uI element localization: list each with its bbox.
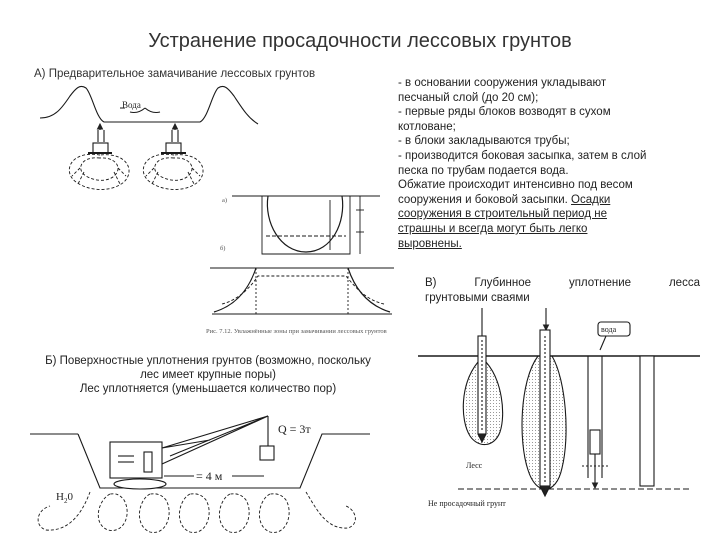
ground-profile: [39, 85, 259, 125]
excavator-window: [143, 451, 153, 473]
soil-piles-diagram: [418, 308, 700, 498]
heading-word: В): [425, 277, 437, 289]
heading-line: грунтовыми сваями: [425, 292, 530, 304]
water-level-subscript: 2: [64, 497, 68, 505]
text-line: - в основании сооружения укладывают: [398, 77, 607, 89]
text-line: песчаный слой (до 20 см);: [398, 91, 539, 104]
figure-letter-b: б): [220, 245, 225, 252]
excavator-track: [113, 478, 167, 490]
water-callout: [597, 321, 631, 337]
pit-profile: [77, 433, 370, 489]
heading-word: лесса: [668, 277, 700, 289]
water-level-tail: 0: [67, 491, 73, 503]
excavator-body: [109, 441, 163, 479]
figure-caption: Рис. 7.12. Увлажнённые зоны при замачива…: [206, 328, 387, 335]
finished-pile: [639, 355, 655, 487]
water-label: Вода: [122, 100, 141, 110]
water-label: вода: [601, 325, 617, 334]
wetting-contour: [266, 195, 344, 253]
text-line: - в блоки закладываются трубы;: [398, 135, 570, 148]
callout-pointer: [599, 335, 607, 351]
underlined-text-line: страшны и всегда могут быть легко: [398, 222, 588, 235]
text-line: Обжатие происходит интенсивно под весом: [398, 179, 633, 192]
heading-word: Глубинное: [474, 277, 532, 289]
distance-label: = 4 м: [196, 469, 223, 483]
text-line: котловане;: [398, 120, 456, 133]
text-line: - первые ряды блоков возводят в сухом: [398, 106, 611, 119]
section-a-heading: А) Предварительное замачивание лессовых …: [34, 68, 316, 80]
compaction-zones: [37, 491, 356, 533]
text-line: сооружения и боковой засыпки. Осадки: [398, 193, 648, 208]
right-text-block: - в основании сооружения укладывают песч…: [398, 76, 648, 251]
excavator-boom: [161, 415, 269, 465]
water-bracket: [120, 107, 161, 114]
compaction-diagram: [30, 415, 370, 533]
section-v-heading: В) Глубинное уплотнение лесса грунтовыми…: [425, 276, 700, 306]
heading-line: Б) Поверхностные уплотнения грунтов (воз…: [45, 355, 371, 367]
section-b-heading: Б) Поверхностные уплотнения грунтов (воз…: [8, 354, 408, 396]
foundation-block: [165, 142, 182, 154]
heading-line: лес имеет крупные поры): [140, 369, 276, 381]
figure-letter-a: а): [222, 197, 227, 204]
soaking-diagram: [39, 85, 259, 190]
water-level-label: H20: [56, 491, 73, 505]
figure-7-12: а) б): [210, 195, 394, 315]
text-line: песка по трубам подается вода.: [398, 164, 569, 177]
loess-label: Лесс: [466, 461, 483, 470]
probe: [589, 429, 601, 455]
slide-title: Устранение просадочности лессовых грунто…: [148, 30, 572, 52]
text-line: - производится боковая засыпка, затем в …: [398, 149, 647, 162]
weight-label: Q = 3т: [278, 422, 311, 436]
nonsubsiding-soil-label: Не просадочный грунт: [428, 499, 506, 508]
heading-word: уплотнение: [568, 277, 632, 289]
foundation-block: [92, 142, 109, 154]
water-level-letter: H: [56, 491, 64, 503]
text-fragment: сооружения и боковой засыпки.: [398, 193, 572, 206]
tamper-weight: [259, 445, 275, 461]
wetting-zones: [68, 153, 204, 190]
underlined-text-line: выровнены.: [398, 237, 462, 250]
underlined-text: Осадки: [571, 193, 611, 206]
heading-line: Лес уплотняется (уменьшается количество …: [79, 383, 337, 395]
underlined-text-line: сооружения в строительный период не: [398, 208, 607, 221]
